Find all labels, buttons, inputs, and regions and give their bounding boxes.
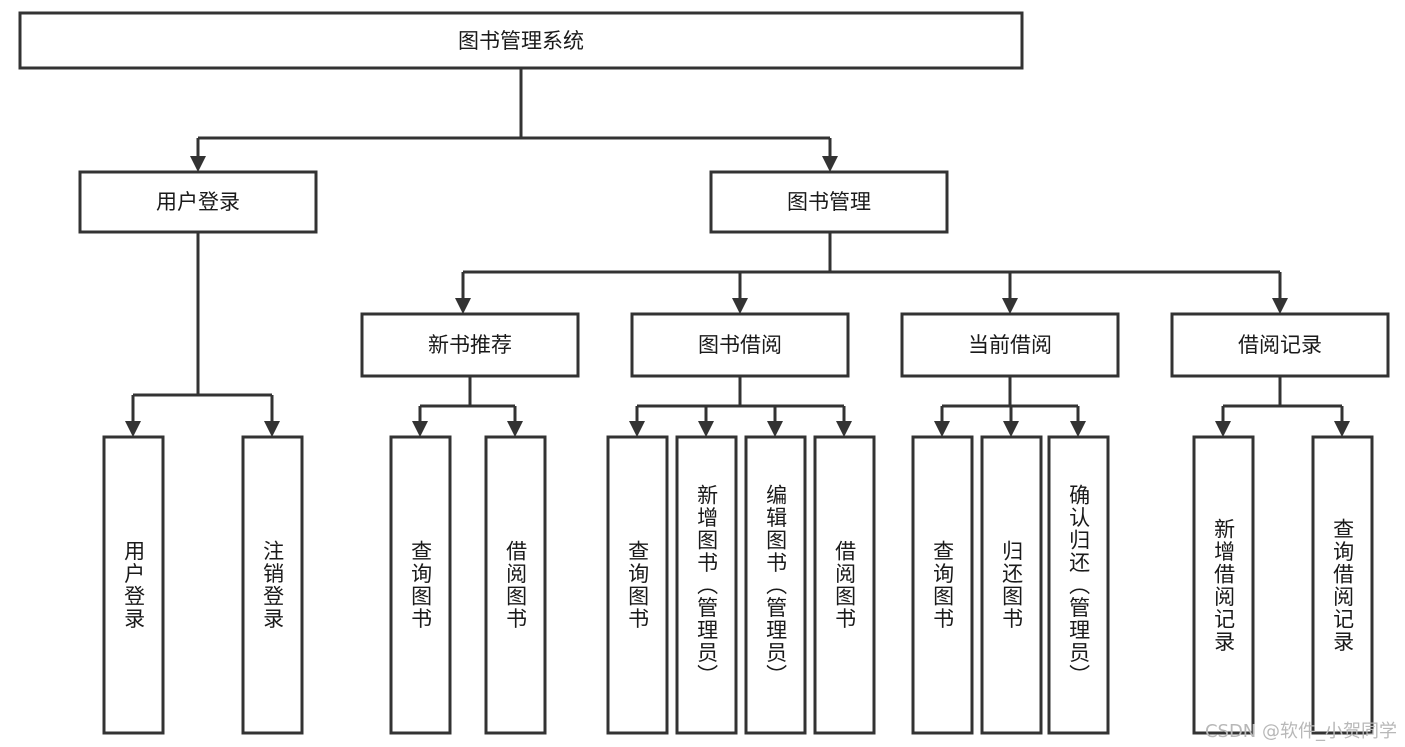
arrow-leaf-query-record	[1334, 421, 1350, 437]
node-book-manage-label: 图书管理	[787, 190, 871, 214]
node-current-borrow[interactable]: 当前借阅	[900, 312, 1120, 378]
leaf-box-add-book[interactable]	[675, 435, 738, 735]
leaf-boxes-user-login	[102, 435, 304, 735]
arrow-leaf-return-book	[1003, 421, 1019, 437]
arrow-leaf-edit-book	[767, 421, 783, 437]
node-root[interactable]: 图书管理系统	[18, 11, 1024, 70]
arrow-leaf-user-login	[125, 421, 141, 437]
leaf-box-query-record[interactable]	[1311, 435, 1374, 735]
arrow-to-current-borrow	[1002, 298, 1018, 314]
arrow-leaf-add-record	[1215, 421, 1231, 437]
leaf-box-user-login[interactable]	[102, 435, 165, 735]
node-root-label: 图书管理系统	[458, 29, 584, 53]
arrow-leaf-add-book	[698, 421, 714, 437]
node-book-borrow-box[interactable]	[630, 312, 850, 378]
leaf-boxes-book-borrow	[606, 435, 876, 735]
node-user-login-label: 用户登录	[156, 190, 240, 214]
leaf-box-confirm-return[interactable]	[1047, 435, 1110, 735]
node-book-borrow-label: 图书借阅	[698, 333, 782, 357]
node-user-login[interactable]: 用户登录	[78, 170, 318, 234]
leaf-boxes-current-borrow	[911, 435, 1110, 735]
node-book-borrow[interactable]: 图书借阅	[630, 312, 850, 378]
arrow-to-new-book-recommend	[455, 298, 471, 314]
leaf-box-query-book-2[interactable]	[606, 435, 669, 735]
node-book-manage-box[interactable]	[709, 170, 949, 234]
leaf-box-borrow-book-1[interactable]	[484, 435, 547, 735]
node-borrow-record-box[interactable]	[1170, 312, 1390, 378]
node-root-box[interactable]	[18, 11, 1024, 70]
connector-group-current-borrow-to-leaves	[934, 376, 1086, 437]
arrow-to-borrow-record	[1272, 298, 1288, 314]
connector-group-book-manage-to-level3	[455, 232, 1288, 314]
node-book-manage[interactable]: 图书管理	[709, 170, 949, 234]
arrow-to-book-manage	[822, 156, 838, 172]
node-new-book-recommend-label: 新书推荐	[428, 333, 512, 357]
connector-group-borrow-record-to-leaves	[1215, 376, 1350, 437]
leaf-box-add-record[interactable]	[1192, 435, 1255, 735]
node-new-book-recommend[interactable]: 新书推荐	[360, 312, 580, 378]
arrow-leaf-query-book-2	[629, 421, 645, 437]
arrow-leaf-borrow-book-1	[507, 421, 523, 437]
csdn-watermark: CSDN @软件_小贺同学	[1204, 721, 1397, 742]
leaf-box-query-book-1[interactable]	[389, 435, 452, 735]
arrow-to-user-login	[190, 156, 206, 172]
arrow-leaf-borrow-book-2	[836, 421, 852, 437]
arrow-leaf-query-book-1	[412, 421, 428, 437]
node-new-book-recommend-box[interactable]	[360, 312, 580, 378]
arrow-leaf-confirm-return	[1070, 421, 1086, 437]
node-user-login-box[interactable]	[78, 170, 318, 234]
arrow-to-book-borrow	[732, 298, 748, 314]
node-borrow-record-label: 借阅记录	[1238, 333, 1322, 357]
leaf-box-return-book[interactable]	[980, 435, 1043, 735]
connector-group-book-borrow-to-leaves	[629, 376, 852, 437]
arrow-leaf-logout	[264, 421, 280, 437]
leaf-box-logout[interactable]	[241, 435, 304, 735]
node-current-borrow-label: 当前借阅	[968, 333, 1052, 357]
node-current-borrow-box[interactable]	[900, 312, 1120, 378]
leaf-boxes-borrow-record	[1192, 435, 1374, 735]
leaf-boxes-new-book-recommend	[389, 435, 547, 735]
leaf-box-edit-book[interactable]	[744, 435, 807, 735]
arrow-leaf-query-book-3	[934, 421, 950, 437]
connector-group-root-to-level2	[190, 68, 838, 172]
leaf-box-query-book-3[interactable]	[911, 435, 974, 735]
node-borrow-record[interactable]: 借阅记录	[1170, 312, 1390, 378]
connector-group-user-login-to-leaves	[125, 232, 280, 437]
leaf-box-borrow-book-2[interactable]	[813, 435, 876, 735]
connector-group-new-book-to-leaves	[412, 376, 523, 437]
